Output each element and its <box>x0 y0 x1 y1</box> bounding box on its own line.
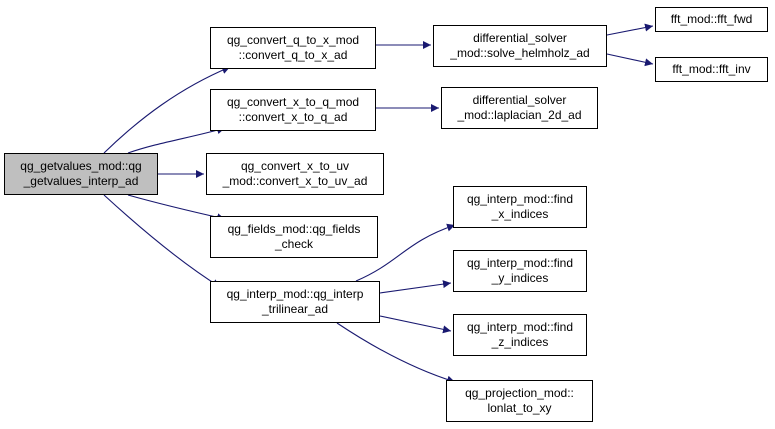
node-label-line1: qg_fields_mod::qg_fields <box>227 222 361 236</box>
node-laplacian-2d-ad[interactable]: differential_solver _mod::laplacian_2d_a… <box>441 87 598 129</box>
node-label-line1: fft_mod::fft_fwd <box>670 12 753 26</box>
node-qg-interp-trilinear-ad[interactable]: qg_interp_mod::qg_interp _trilinear_ad <box>210 281 380 323</box>
node-label-line1: qg_interp_mod::qg_interp <box>226 287 364 301</box>
node-fft-inv[interactable]: fft_mod::fft_inv <box>655 57 768 82</box>
node-find-x-indices[interactable]: qg_interp_mod::find _x_indices <box>453 186 587 228</box>
edge-interp-to-find-y <box>379 280 452 294</box>
node-label-line2: _check <box>274 237 314 251</box>
edge-helmholtz-to-fft-inv <box>606 53 654 67</box>
node-solve-helmholz-ad[interactable]: differential_solver _mod::solve_helmholz… <box>433 25 607 67</box>
node-label-line2: ::convert_q_to_x_ad <box>238 48 348 62</box>
node-label-line2: _mod::convert_x_to_uv_ad <box>222 174 368 188</box>
node-convert-x-to-q-ad[interactable]: qg_convert_x_to_q_mod ::convert_x_to_q_a… <box>210 89 376 131</box>
node-label-line1: qg_interp_mod::find <box>466 256 574 270</box>
node-fft-fwd[interactable]: fft_mod::fft_fwd <box>655 7 768 32</box>
node-find-z-indices[interactable]: qg_interp_mod::find _z_indices <box>453 314 587 356</box>
node-label-line1: qg_convert_x_to_q_mod <box>226 95 360 109</box>
node-convert-q-to-x-ad[interactable]: qg_convert_q_to_x_mod ::convert_q_to_x_a… <box>210 27 376 69</box>
node-label-line2: _getvalues_interp_ad <box>23 174 139 188</box>
node-label-line1: qg_projection_mod:: <box>465 386 574 400</box>
node-qg-getvalues-interp-ad: qg_getvalues_mod::qg _getvalues_interp_a… <box>4 153 158 195</box>
node-label-line2: _y_indices <box>491 271 549 285</box>
node-label-line1: differential_solver <box>472 93 567 107</box>
node-label-line2: _trilinear_ad <box>261 302 329 316</box>
edge-interp-to-lonlat <box>336 322 456 384</box>
edge-root-to-interp <box>103 194 221 288</box>
node-convert-x-to-uv-ad[interactable]: qg_convert_x_to_uv _mod::convert_x_to_uv… <box>206 153 384 195</box>
node-label-line1: qg_convert_q_to_x_mod <box>226 33 360 47</box>
node-label-line1: qg_getvalues_mod::qg <box>20 159 142 173</box>
node-label-line2: _x_indices <box>491 207 549 221</box>
node-find-y-indices[interactable]: qg_interp_mod::find _y_indices <box>453 250 587 292</box>
node-label-line2: lonlat_to_xy <box>487 401 552 415</box>
node-label-line1: qg_convert_x_to_uv <box>240 159 350 173</box>
edge-interp-to-find-z <box>379 315 452 334</box>
node-qg-fields-check[interactable]: qg_fields_mod::qg_fields _check <box>210 216 378 258</box>
node-label-line2: _mod::solve_helmholz_ad <box>450 46 590 60</box>
node-label-line1: qg_interp_mod::find <box>466 320 574 334</box>
node-label-line2: ::convert_x_to_q_ad <box>238 110 348 124</box>
edge-root-to-q-to-x <box>103 66 231 154</box>
edge-helmholtz-to-fft-fwd <box>606 23 654 36</box>
node-lonlat-to-xy[interactable]: qg_projection_mod:: lonlat_to_xy <box>446 380 593 422</box>
node-label-line1: differential_solver <box>473 31 567 45</box>
edge-root-to-x-to-q <box>127 126 226 154</box>
node-label-line1: qg_interp_mod::find <box>466 192 574 206</box>
node-label-line2: _mod::laplacian_2d_ad <box>457 108 582 122</box>
node-label-line1: fft_mod::fft_inv <box>672 62 751 76</box>
edge-interp-to-find-x <box>355 223 456 282</box>
node-label-line2: _z_indices <box>491 335 549 349</box>
